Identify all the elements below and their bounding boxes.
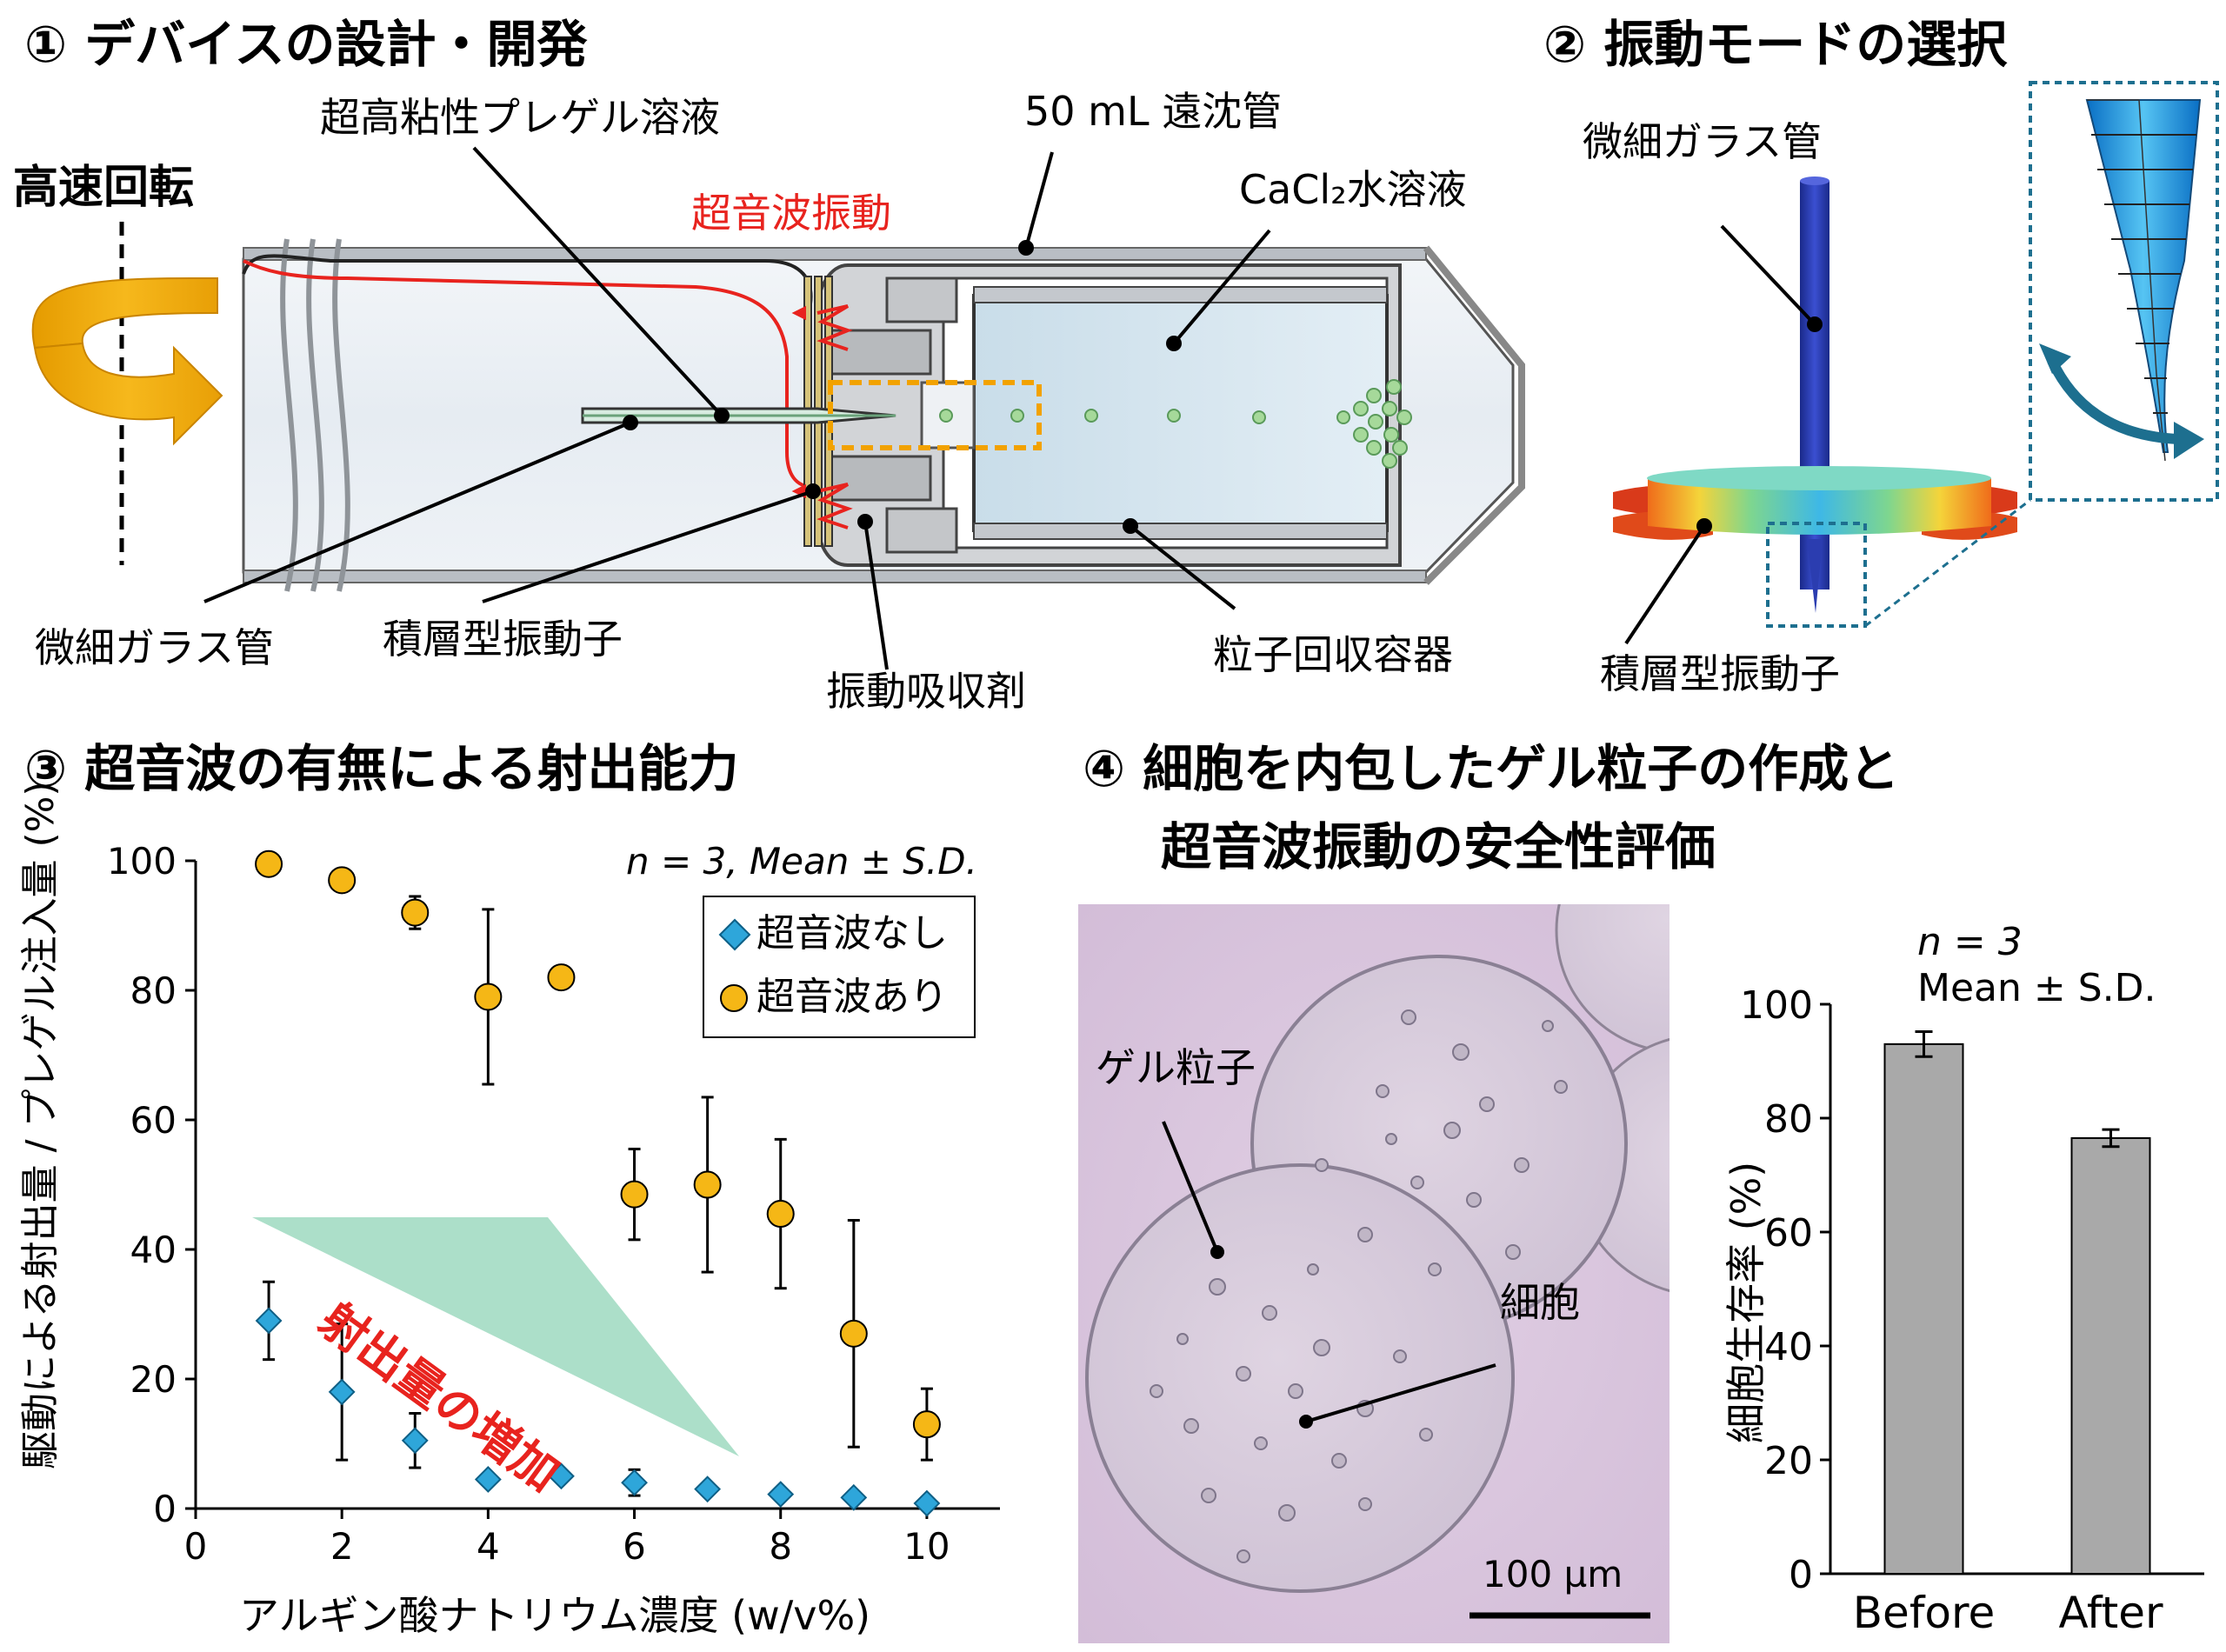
piezo-label: 積層型振動子 [383,616,623,663]
scatter-y-tick-label: 20 [130,1358,177,1401]
micrograph-image [1078,904,1670,1643]
ejection-scatter-chart: 0 20 40 60 80 100 0 2 4 6 8 10 [107,840,1000,1568]
data-point-ultrasound [620,1180,649,1209]
data-point-no-ultrasound [913,1489,941,1517]
bar-y-tick-label: 60 [1764,1211,1813,1256]
data-point-no-ultrasound [694,1475,722,1503]
scatter-y-tick-label: 0 [153,1488,177,1530]
prepolymer-label: 超高粘性プレゲル溶液 [320,94,720,141]
data-point-ultrasound [839,1319,868,1348]
p2-piezo-label: 積層型振動子 [1600,650,1840,697]
data-point-no-ultrasound [328,1378,356,1406]
data-point-ultrasound [766,1200,795,1229]
data-point-no-ultrasound [255,1307,283,1335]
collector-label: 粒子回収容器 [1213,631,1453,678]
scatter-y-tick-label: 60 [130,1099,177,1142]
legend-diamond-icon [718,918,751,951]
device-diagram [31,146,1525,670]
scatter-legend: 超音波なし 超音波あり [703,896,976,1038]
wire-red [243,259,814,489]
cell-label: 細胞 [1500,1279,1580,1326]
legend-item-no-ultrasound: 超音波なし [756,911,948,956]
bar-annotation-line1: n = 3 [1917,920,2023,964]
data-point-ultrasound [328,866,357,895]
panel3-heading: ③ 超音波の有無による射出能力 [24,739,739,798]
gel-particle-lower [1085,1163,1515,1593]
panel2-heading: ② 振動モードの選択 [1543,15,2008,74]
increase-triangle [252,1217,739,1456]
panel1-heading: ① デバイスの設計・開発 [24,15,588,74]
gel-droplets [939,379,1412,469]
rotation-label: 高速回転 [13,162,195,214]
vibration-direction-arrow-icon [2047,358,2179,444]
data-point-no-ultrasound [401,1427,429,1455]
bar-category-label: After [2058,1588,2163,1638]
scatter-annotation: n = 3, Mean ± S.D. [626,840,977,883]
bar-y-tick-label: 40 [1764,1325,1813,1369]
bar-y-tick-label: 100 [1740,983,1813,1028]
legend-item-ultrasound: 超音波あり [756,975,948,1019]
scatter-y-tick-label: 40 [130,1229,177,1271]
data-point-ultrasound [401,898,430,927]
scatter-y-tick-label: 80 [130,969,177,1012]
data-point-no-ultrasound [474,1466,502,1493]
bar-category-label: Before [1853,1588,1995,1638]
scale-bar-label: 100 µm [1483,1553,1623,1595]
panel4-heading-line1: ④ 細胞を内包したゲル粒子の作成と [1083,739,1900,798]
gel-particle-label: ゲル粒子 [1096,1044,1256,1091]
viability-bar-chart: 0 20 40 60 80 100 Before After [1740,983,2204,1638]
vibration-mode-diagram [1613,81,2219,645]
cacl2-label: CaCl₂水溶液 [1239,166,1467,213]
scatter-x-tick-label: 2 [330,1525,354,1568]
scatter-ylabel: 駆動による射出量 / プレゲル注入量 (%) [18,781,63,1469]
scatter-y-tick-label: 100 [107,840,177,883]
data-point-no-ultrasound [548,1462,575,1490]
scatter-x-tick-label: 4 [477,1525,500,1568]
ultrasonic-label: 超音波振動 [691,190,891,236]
legend-circle-icon [720,984,748,1012]
viability-bar [2070,1136,2151,1575]
piezo-disc-model [1648,478,1991,535]
glass-tube-label: 微細ガラス管 [35,624,275,671]
scatter-x-tick-label: 8 [769,1525,792,1568]
p2-glass-tube-label: 微細ガラス管 [1583,118,1823,165]
data-point-ultrasound [693,1170,722,1199]
data-point-no-ultrasound [767,1481,795,1509]
data-point-ultrasound [912,1410,941,1439]
bar-y-tick-label: 0 [1789,1553,1813,1597]
data-point-no-ultrasound [621,1469,648,1496]
wire-coils [280,238,350,592]
bar-y-tick-label: 80 [1764,1097,1813,1142]
rotation-arrow-icon [31,277,218,350]
viability-bar [1883,1042,1964,1575]
scatter-x-tick-label: 10 [903,1525,950,1568]
scatter-x-tick-label: 6 [623,1525,646,1568]
scatter-xlabel: アルギン酸ナトリウム濃度 (w/v%) [239,1592,871,1639]
tube-label: 50 mL 遠沈管 [1024,88,1283,135]
bar-ylabel: 細胞生存率 (%) [1723,1161,1769,1443]
ultrasonic-waves [791,304,853,530]
bar-annotation-line2: Mean ± S.D. [1917,966,2156,1010]
zoom-highlight-box [828,380,1042,450]
scatter-x-tick-label: 0 [184,1525,208,1568]
data-point-ultrasound [255,849,283,878]
cells [1150,1009,1568,1563]
data-point-no-ultrasound [840,1483,868,1511]
data-point-ultrasound [474,983,503,1011]
bar-y-tick-label: 20 [1764,1439,1813,1483]
panel4-heading-line2: 超音波振動の安全性評価 [1161,817,1716,876]
data-point-ultrasound [547,963,576,992]
absorber-label: 振動吸収剤 [826,668,1026,715]
